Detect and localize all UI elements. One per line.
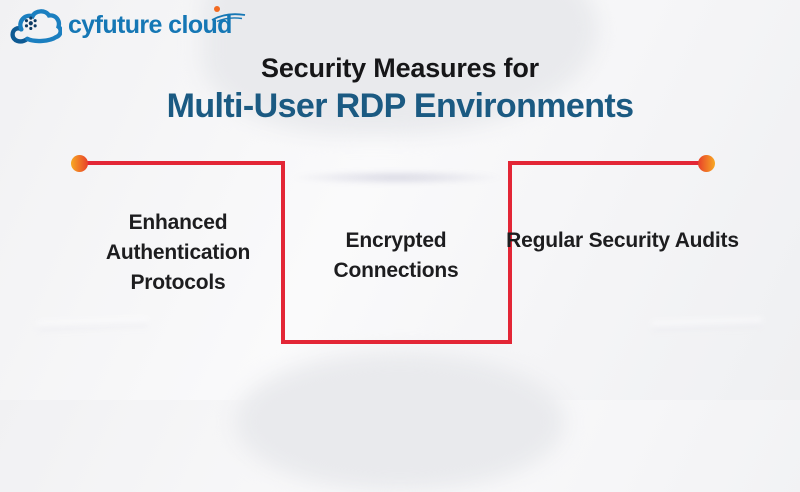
connector-line-vertical-right bbox=[508, 161, 512, 344]
connector-line-vertical-left bbox=[281, 161, 285, 344]
brand-accent-dot-icon bbox=[214, 6, 220, 12]
brand-swoosh-icon bbox=[211, 13, 246, 22]
connector-line-top-left bbox=[80, 161, 285, 165]
brand-logo: cyfuture cloud bbox=[10, 5, 246, 45]
endpoint-dot-left bbox=[71, 155, 88, 172]
page-title: Security Measures for Multi-User RDP Env… bbox=[0, 52, 800, 127]
background-streak-left bbox=[37, 318, 149, 331]
brand-name: cyfuture cloud bbox=[68, 11, 232, 39]
endpoint-dot-right bbox=[698, 155, 715, 172]
item-label-enhanced-authentication-protocols: Enhanced Authentication Protocols bbox=[105, 211, 251, 294]
title-line1: Security Measures for bbox=[261, 53, 539, 83]
background-soft-shadow bbox=[293, 170, 501, 185]
background-streak-right bbox=[651, 318, 763, 331]
title-line2: Multi-User RDP Environments bbox=[166, 87, 634, 125]
background-blob-bottom bbox=[235, 352, 565, 492]
connector-line-top-right bbox=[508, 161, 707, 165]
cloud-swirl-icon bbox=[10, 9, 62, 44]
item-label-regular-security-audits: Regular Security Audits bbox=[506, 229, 739, 252]
connector-line-bottom bbox=[281, 340, 512, 344]
item-label-encrypted-connections: Encrypted Connections bbox=[333, 229, 459, 282]
